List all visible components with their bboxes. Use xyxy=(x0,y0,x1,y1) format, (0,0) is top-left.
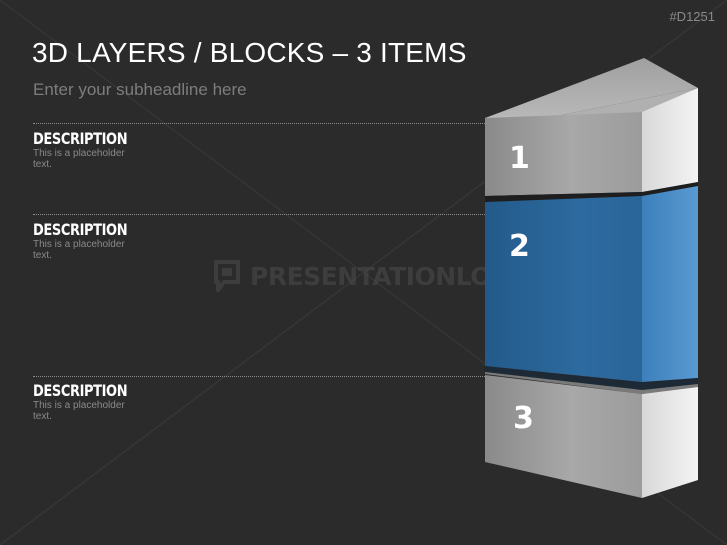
description-heading: DESCRIPTION xyxy=(33,221,128,240)
description-text-line-2: text. xyxy=(33,250,52,261)
block-number-2: 2 xyxy=(509,229,530,264)
divider-1 xyxy=(33,123,485,124)
divider-2 xyxy=(33,214,485,215)
layer-block-3: 3 xyxy=(485,368,698,498)
watermark-text: PRESENTATIONLOAD xyxy=(250,261,530,291)
description-item-2: DESCRIPTION This is a placeholder text. xyxy=(33,221,193,261)
description-text-line-1: This is a placeholder xyxy=(33,239,125,250)
description-heading: DESCRIPTION xyxy=(33,382,128,401)
slide-title: 3D LAYERS / BLOCKS – 3 ITEMS xyxy=(32,37,467,68)
description-text-line-1: This is a placeholder xyxy=(33,148,125,159)
block-number-3: 3 xyxy=(513,401,534,436)
description-item-1: DESCRIPTION This is a placeholder text. xyxy=(33,130,193,170)
layer-block-1: 1 xyxy=(485,58,698,202)
description-item-3: DESCRIPTION This is a placeholder text. xyxy=(33,382,193,422)
description-heading: DESCRIPTION xyxy=(33,130,128,149)
description-text-line-2: text. xyxy=(33,411,52,422)
watermark-logo-icon xyxy=(214,260,240,292)
block-number-1: 1 xyxy=(509,141,530,176)
slide-subtitle: Enter your subheadline here xyxy=(33,80,247,99)
slide-code: #D1251 xyxy=(669,9,715,24)
description-text-line-2: text. xyxy=(33,159,52,170)
layer-block-2: 2 xyxy=(485,170,698,390)
divider-3 xyxy=(33,376,485,377)
description-text-line-1: This is a placeholder xyxy=(33,400,125,411)
watermark: PRESENTATIONLOAD xyxy=(212,258,530,294)
